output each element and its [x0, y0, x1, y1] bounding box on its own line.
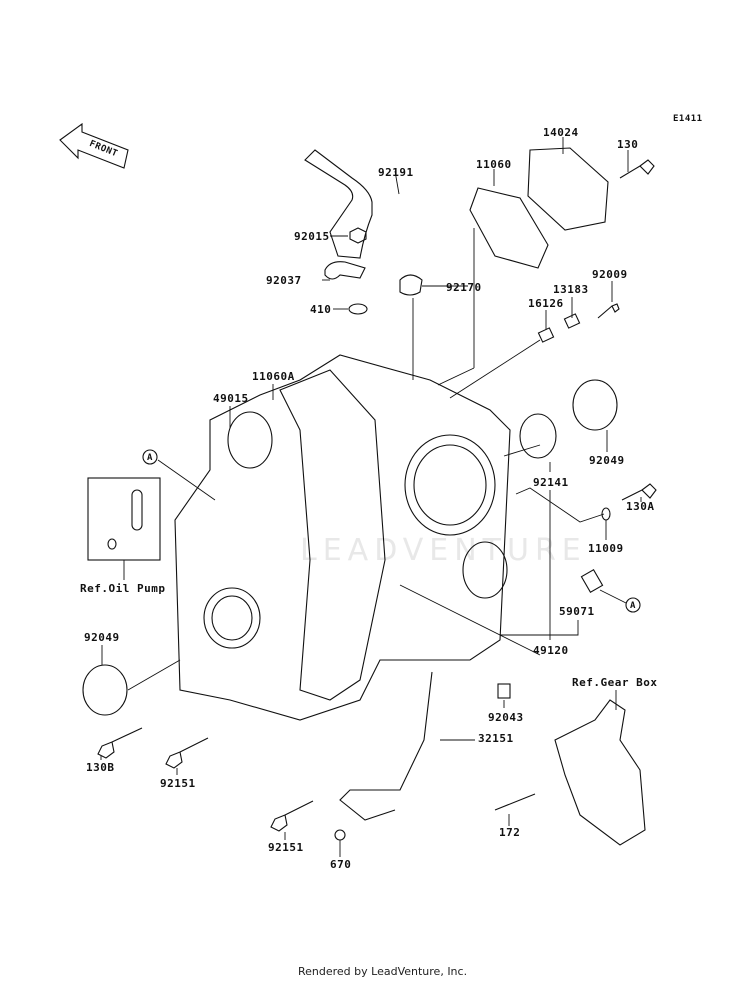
ref-gear-box-label: Ref.Gear Box: [572, 676, 657, 689]
callout-92170: 92170: [446, 281, 482, 294]
callout-49015: 49015: [213, 392, 249, 405]
plug-59071: [580, 568, 604, 594]
callout-130: 130: [617, 138, 638, 151]
callout-92043: 92043: [488, 711, 524, 724]
callout-59071: 59071: [559, 605, 595, 618]
pin-16126: [537, 327, 555, 343]
pin-13183: [563, 313, 581, 329]
hose-clamp-part: [399, 274, 423, 296]
callout-92191: 92191: [378, 166, 414, 179]
callout-14024: 14024: [543, 126, 579, 139]
front-label: FRONT: [88, 139, 119, 159]
callout-13183: 13183: [553, 283, 589, 296]
front-arrow-icon: FRONT: [59, 122, 129, 169]
bolt-130: [619, 159, 655, 179]
ref-a-label: A: [147, 453, 153, 463]
stud-172: [494, 793, 536, 811]
callout-92151: 92151: [268, 841, 304, 854]
callout-130A: 130A: [626, 500, 655, 513]
callout-49120: 49120: [533, 644, 569, 657]
callout-92015: 92015: [294, 230, 330, 243]
callout-92151: 92151: [160, 777, 196, 790]
bracket-gear-box: [554, 699, 646, 846]
bolt-92151b: [270, 800, 314, 832]
callout-32151: 32151: [478, 732, 514, 745]
seal-92049-left: [82, 664, 128, 716]
callout-410: 410: [310, 303, 331, 316]
callout-11060: 11060: [476, 158, 512, 171]
footer-credit: Rendered by LeadVenture, Inc.: [298, 965, 467, 978]
bearing-92141: [519, 413, 557, 459]
screw-92009: [597, 303, 620, 319]
callout-172: 172: [499, 826, 520, 839]
callout-11009: 11009: [588, 542, 624, 555]
bolt-92151a: [165, 737, 209, 769]
callout-670: 670: [330, 858, 351, 871]
callout-92141: 92141: [533, 476, 569, 489]
ref-a-marker: [142, 449, 158, 465]
ref-a-marker: [625, 597, 641, 613]
ref-oil-pump-label: Ref.Oil Pump: [80, 582, 165, 595]
crankcase-part: [174, 354, 511, 721]
diagram-code: E1411: [673, 114, 703, 124]
callout-92049-right: 92049: [589, 454, 625, 467]
bolt-130B: [97, 727, 143, 759]
nut-part: [349, 227, 367, 244]
oring-670: [334, 829, 346, 841]
callout-92049-left: 92049: [84, 631, 120, 644]
washer-part: [348, 303, 368, 315]
pin-92043: [497, 683, 511, 699]
hose-part: [304, 149, 373, 259]
callout-11060A: 11060A: [252, 370, 295, 383]
seal-92049-right: [572, 379, 618, 431]
callout-130B: 130B: [86, 761, 115, 774]
gasket-11060: [469, 187, 549, 269]
clamp-part: [324, 261, 366, 280]
ref-a-label: A: [630, 601, 636, 611]
callout-92009: 92009: [592, 268, 628, 281]
callout-16126: 16126: [528, 297, 564, 310]
watermark: LEADVENTURE: [300, 533, 587, 568]
callout-92037: 92037: [266, 274, 302, 287]
leader-lines: [100, 137, 642, 857]
pipe-32151: [339, 671, 433, 821]
oil-pump-ref-box: [87, 477, 161, 561]
bolt-130A: [621, 483, 657, 501]
cover-14024: [527, 147, 609, 231]
